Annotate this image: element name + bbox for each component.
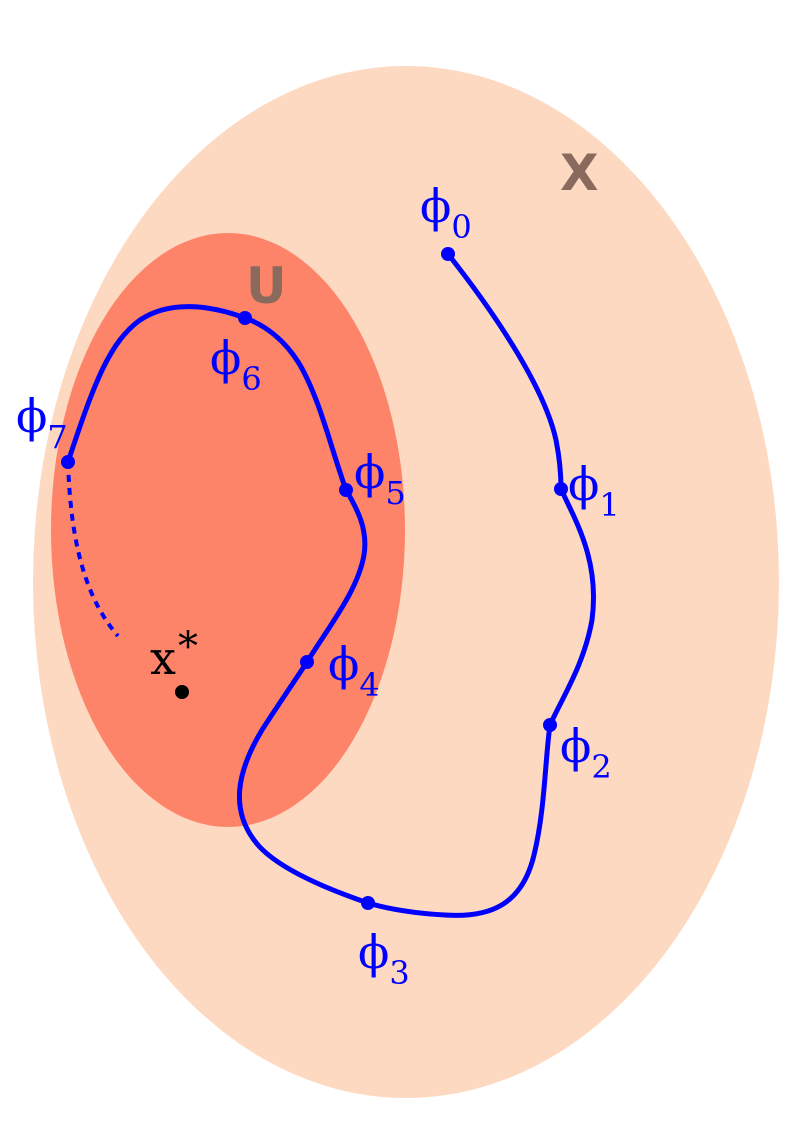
- phi-5-point: [339, 483, 353, 497]
- sequence-continuation: [66, 461, 120, 638]
- phi-3-label: ϕ3: [358, 925, 410, 992]
- set-u-region: [51, 233, 405, 827]
- set-u-label: U: [246, 257, 287, 315]
- phi-0-label: ϕ0: [420, 179, 472, 246]
- phi-0-point: [441, 247, 455, 261]
- phi-6-label: ϕ6: [210, 331, 262, 398]
- phi-4-label: ϕ4: [328, 637, 380, 704]
- phi-7-point: [61, 455, 75, 469]
- phi-1-label: ϕ1: [568, 457, 620, 524]
- phi-6-point: [238, 311, 252, 325]
- phi-2-point: [543, 718, 557, 732]
- sequence-path: [65, 251, 596, 918]
- phi-4-point: [300, 655, 314, 669]
- sequence-labels: ϕ0 ϕ1 ϕ2 ϕ3 ϕ4 ϕ5 ϕ6 ϕ7: [16, 179, 620, 992]
- sequence-points: [61, 247, 568, 910]
- set-x-label: X: [560, 144, 599, 202]
- phi-1-point: [554, 482, 568, 496]
- phi-5-label: ϕ5: [354, 445, 406, 512]
- phi-3-point: [361, 896, 375, 910]
- phi-2-label: ϕ2: [560, 719, 612, 786]
- target-point: [175, 685, 189, 699]
- target-label: x*: [150, 624, 198, 685]
- phi-7-label: ϕ7: [16, 389, 68, 456]
